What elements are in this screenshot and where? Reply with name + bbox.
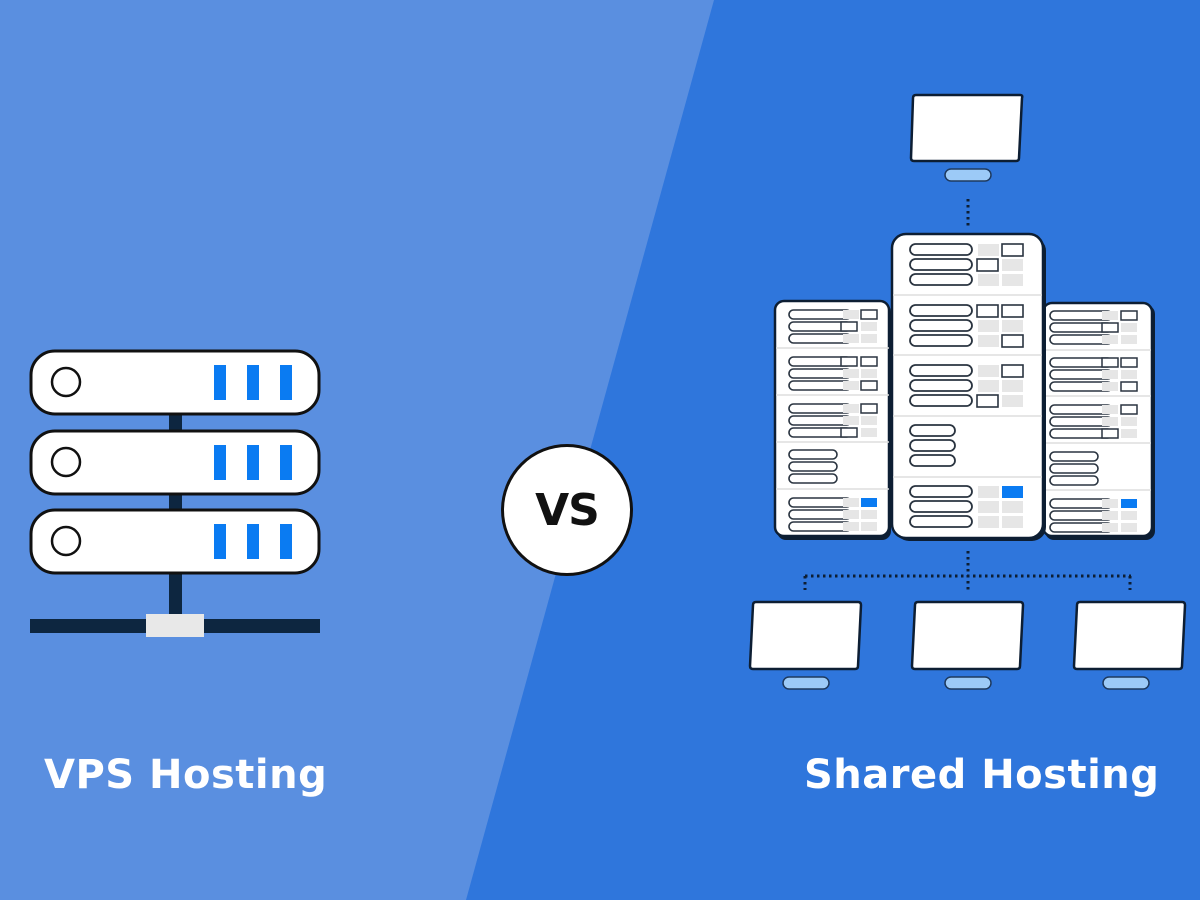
server-unit-2 bbox=[29, 429, 321, 496]
vps-hosting-title: VPS Hosting bbox=[44, 752, 328, 798]
vs-text: VS bbox=[535, 484, 600, 536]
client-monitor-1 bbox=[748, 600, 863, 690]
vs-badge: VS bbox=[501, 444, 633, 576]
top-client-monitor bbox=[909, 93, 1024, 182]
network-lines bbox=[803, 551, 1132, 590]
server-tower-right bbox=[1041, 301, 1155, 540]
shared-hosting-title: Shared Hosting bbox=[804, 752, 1160, 798]
server-tower-left bbox=[773, 299, 891, 540]
client-monitor-2 bbox=[910, 600, 1025, 690]
server-unit-1 bbox=[29, 349, 321, 416]
client-monitor-3 bbox=[1072, 600, 1187, 690]
server-unit-3 bbox=[29, 508, 321, 575]
server-tower-center bbox=[890, 232, 1046, 541]
